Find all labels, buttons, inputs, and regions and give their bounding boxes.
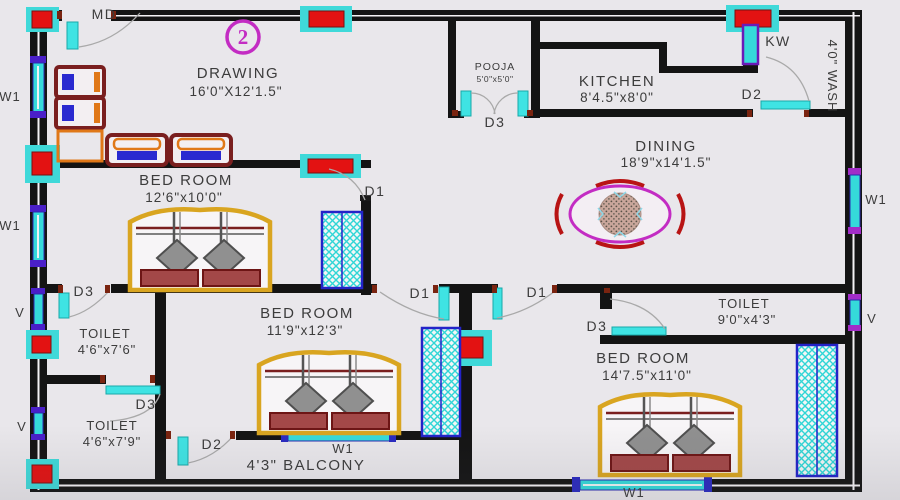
floor-plan-sheet: 2 DRAWING 16'0"X12'1.5" POOJA 5'0"x5'0" …: [0, 0, 900, 500]
floor-plan-canvas: 2 DRAWING 16'0"X12'1.5" POOJA 5'0"x5'0" …: [0, 0, 900, 500]
photo-vignette: [0, 0, 900, 500]
